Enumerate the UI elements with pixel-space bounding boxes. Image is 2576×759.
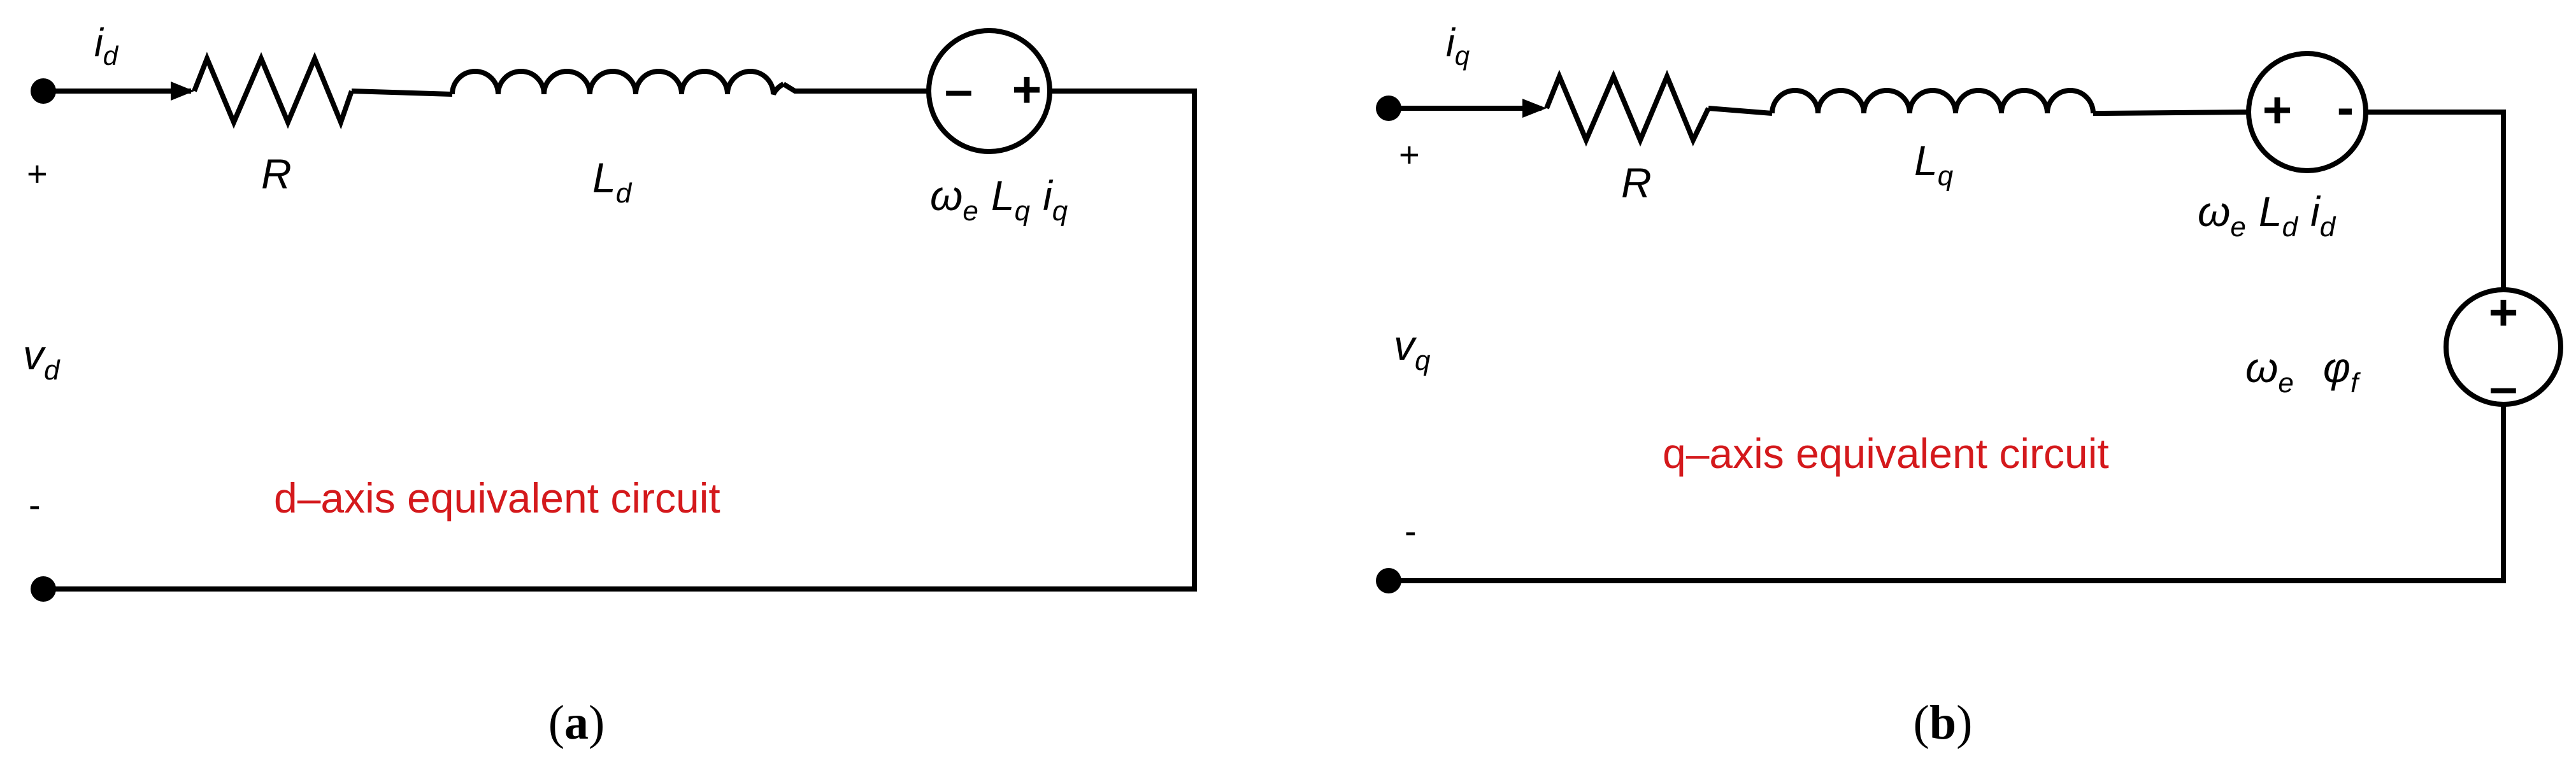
return-wire-a [43, 89, 1197, 592]
voltage-label-b: vq [1394, 322, 1431, 376]
caption-a: d–axis equivalent circuit [274, 474, 720, 521]
plus-terminal-b: + [1399, 134, 1420, 174]
inductor-b [1770, 88, 2096, 114]
plus-terminal-a: + [27, 153, 48, 194]
bottom-terminal-a [31, 576, 56, 602]
wire-src1-src2-b [2366, 110, 2506, 290]
current-arrow-b [1522, 99, 1547, 118]
current-label-b: iq [1446, 21, 1470, 71]
source-b1-positive-sign: + [2263, 82, 2293, 138]
minus-terminal-b: - [1405, 511, 1417, 551]
source-b1-negative-sign: - [2337, 79, 2354, 136]
resistor-b [1544, 69, 1711, 147]
inductor-a [450, 69, 785, 96]
resistor-label-b: R [1621, 159, 1652, 206]
minus-terminal-a: - [29, 485, 41, 525]
bottom-terminal-b [1376, 568, 1401, 593]
resistor-label-a: R [261, 150, 292, 197]
inductor-label-b: Lq [1914, 137, 1954, 192]
wire-l-src-b [2093, 110, 2249, 116]
return-wire-b [1389, 404, 2506, 583]
wire-r-l-a [351, 89, 453, 97]
voltage-label-a: vd [23, 331, 61, 386]
figure-label-b: (b) [1914, 696, 1973, 749]
caption-b: q–axis equivalent circuit [1663, 430, 2109, 477]
wire-r-l-b [1708, 106, 1773, 116]
inductor-label-a: Ld [592, 154, 633, 209]
source-a-positive-sign: + [1012, 61, 1042, 118]
figure-label-a: (a) [548, 696, 605, 749]
resistor-a [192, 52, 354, 130]
wire-l-src-a [782, 82, 929, 94]
current-arrow-a [171, 82, 194, 101]
source-a-negative-sign: – [945, 61, 973, 118]
source-b2-positive-sign: + [2489, 284, 2519, 341]
current-label-a: id [94, 21, 119, 71]
